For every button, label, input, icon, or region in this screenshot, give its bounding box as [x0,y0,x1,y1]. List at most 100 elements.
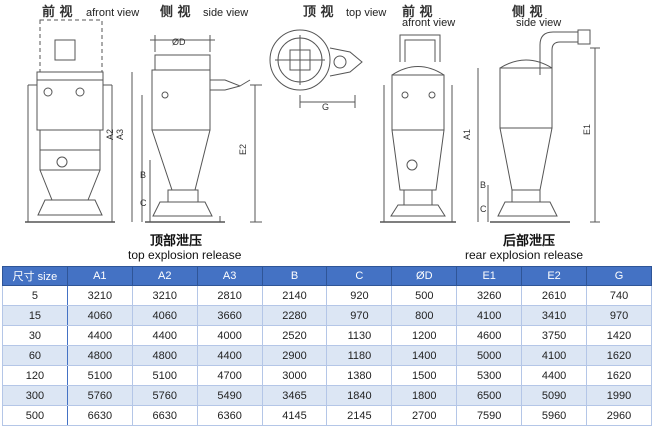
value-cell: 2810 [196,285,263,306]
dim-label-a3: A3 [115,129,125,140]
size-cell: 15 [2,305,68,326]
value-cell: 2960 [586,405,652,426]
size-cell: 5 [2,285,68,306]
top-release-side-view [131,35,262,223]
table-header: ØD [391,266,458,286]
rear-release-caption-cn: 后部泄压 [503,233,555,249]
value-cell: 6630 [131,405,198,426]
side-view-label-cn-1: 侧 视 [160,4,191,20]
value-cell: 1620 [586,365,652,386]
size-cell: 500 [2,405,68,426]
size-cell: 300 [2,385,68,406]
value-cell: 500 [391,285,458,306]
value-cell: 2280 [261,305,328,326]
value-cell: 2900 [261,345,328,366]
value-cell: 1130 [326,325,393,346]
dim-label-b-2: B [480,180,486,190]
side-view-label-en-2: side view [516,17,561,29]
value-cell: 4000 [196,325,263,346]
dim-label-e1: E1 [582,124,592,135]
value-cell: 970 [326,305,393,326]
table-header: 尺寸 size [2,266,68,286]
rear-release-side-view [477,29,600,223]
value-cell: 6360 [196,405,263,426]
size-cell: 60 [2,345,68,366]
top-view-label-en: top view [346,7,386,19]
value-cell: 5100 [131,365,198,386]
value-cell: 1990 [586,385,652,406]
value-cell: 1200 [391,325,458,346]
size-cell: 30 [2,325,68,346]
value-cell: 3260 [456,285,523,306]
dim-label-e2: E2 [238,144,248,155]
front-view-label-en-2: afront view [402,17,455,29]
value-cell: 2610 [521,285,588,306]
top-view [269,29,363,108]
value-cell: 2140 [261,285,328,306]
value-cell: 740 [586,285,652,306]
rear-release-caption-en: rear explosion release [465,248,583,262]
front-view-label-cn-2: 前 视 [402,4,433,20]
value-cell: 4060 [131,305,198,326]
value-cell: 3410 [521,305,588,326]
value-cell: 5960 [521,405,588,426]
dim-label-c: C [140,198,147,208]
table-header: G [586,266,652,286]
table-header: A3 [196,266,263,286]
table-header: C [326,266,393,286]
value-cell: 5000 [456,345,523,366]
value-cell: 1180 [326,345,393,366]
value-cell: 2145 [326,405,393,426]
value-cell: 1420 [586,325,652,346]
value-cell: 1800 [391,385,458,406]
value-cell: 1840 [326,385,393,406]
dim-label-a1: A1 [462,129,472,140]
value-cell: 2520 [261,325,328,346]
table-header: A1 [66,266,133,286]
value-cell: 5090 [521,385,588,406]
top-release-caption-cn: 顶部泄压 [150,233,202,249]
dim-label-g: G [322,102,329,112]
value-cell: 4400 [131,325,198,346]
value-cell: 920 [326,285,393,306]
value-cell: 5100 [66,365,133,386]
side-view-label-en-1: side view [203,7,248,19]
side-view-label-cn-2: 侧 视 [512,4,543,20]
size-cell: 120 [2,365,68,386]
value-cell: 5760 [66,385,133,406]
value-cell: 5300 [456,365,523,386]
value-cell: 4400 [196,345,263,366]
value-cell: 5760 [131,385,198,406]
value-cell: 3000 [261,365,328,386]
value-cell: 4060 [66,305,133,326]
top-release-caption-en: top explosion release [128,248,242,262]
value-cell: 3210 [131,285,198,306]
value-cell: 1620 [586,345,652,366]
table-header: E1 [456,266,523,286]
value-cell: 3660 [196,305,263,326]
value-cell: 1400 [391,345,458,366]
top-release-front-view [25,19,115,223]
dim-label-b: B [140,170,146,180]
value-cell: 3750 [521,325,588,346]
equipment-drawing: 前 视 afront view 侧 视 side view 顶 视 top vi… [25,4,600,262]
dim-label-d: ØD [172,37,186,47]
table-header-row: 尺寸 size A1 A2 A3 B C ØD E1 E2 G [2,266,652,286]
value-cell: 4800 [66,345,133,366]
value-cell: 4145 [261,405,328,426]
value-cell: 800 [391,305,458,326]
value-cell: 2700 [391,405,458,426]
front-view-label-cn-1: 前 视 [42,4,73,20]
value-cell: 4100 [521,345,588,366]
value-cell: 970 [586,305,652,326]
table-header: A2 [131,266,198,286]
value-cell: 5490 [196,385,263,406]
value-cell: 4600 [456,325,523,346]
value-cell: 4800 [131,345,198,366]
